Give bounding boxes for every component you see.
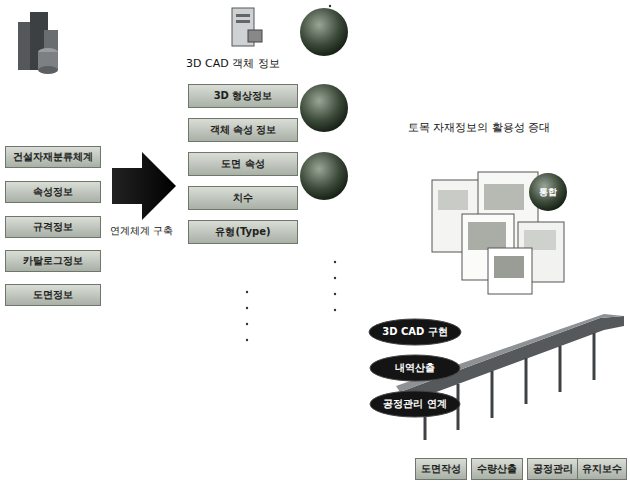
node-text: 내역산출 (395, 361, 435, 375)
node-text: 유형(Type) (215, 225, 270, 239)
node-text: 치수 (233, 191, 253, 205)
node-text: 도면 속성 (221, 157, 264, 171)
server-icon (232, 8, 262, 46)
node-text: 도면정보 (33, 288, 73, 302)
node-text: 카탈로그정보 (23, 254, 83, 268)
node-text: 유지보수 (582, 462, 622, 476)
node-text: 속성정보 (33, 185, 73, 199)
document-stack (432, 172, 564, 294)
usage-box: 공정관리 (527, 458, 579, 480)
node-text: 도면작성 (421, 462, 461, 476)
arrow-label: 연계체계 구축 (110, 224, 173, 238)
usage-box: 수량산출 (471, 458, 523, 480)
object-box: 객체 속성 정보 (188, 118, 298, 142)
node-text: 3D CAD 구현 (382, 325, 448, 339)
object-box: 치수 (188, 186, 298, 210)
input-box: 카탈로그정보 (5, 250, 101, 272)
result-heading: 토목 자재정보의 활용성 증대 (408, 120, 551, 135)
object-box: 3D 형상정보 (188, 84, 298, 108)
sphere (300, 84, 348, 132)
usage-box: 도면작성 (415, 458, 467, 480)
input-box: 속성정보 (5, 181, 101, 203)
object-box: 유형(Type) (188, 220, 298, 244)
sphere (300, 152, 348, 200)
big-arrow (112, 152, 176, 220)
usage-oval: 3D CAD 구현 (368, 318, 462, 346)
input-box: 건설자재분류체계 (5, 146, 101, 168)
node-text: 공정관리 (533, 462, 573, 476)
usage-oval: 공정관리 연계 (369, 390, 461, 418)
input-box: 도면정보 (5, 284, 101, 306)
node-text: 규격정보 (33, 220, 73, 234)
info-sphere: 통합 (528, 172, 568, 212)
node-text: 3D 형상정보 (214, 89, 273, 103)
node-text: 객체 속성 정보 (210, 123, 277, 137)
usage-oval: 내역산출 (369, 354, 461, 382)
input-box: 규격정보 (5, 216, 101, 238)
usage-box: 유지보수 (577, 458, 627, 480)
building-icon (18, 12, 58, 74)
sphere (300, 8, 348, 56)
object-box: 도면 속성 (188, 152, 298, 176)
node-text: 공정관리 연계 (383, 397, 446, 411)
group-heading: 3D CAD 객체 정보 (186, 56, 280, 71)
node-text: 건설자재분류체계 (13, 150, 93, 164)
node-text: 수량산출 (477, 462, 517, 476)
node-text: 통합 (539, 186, 557, 199)
